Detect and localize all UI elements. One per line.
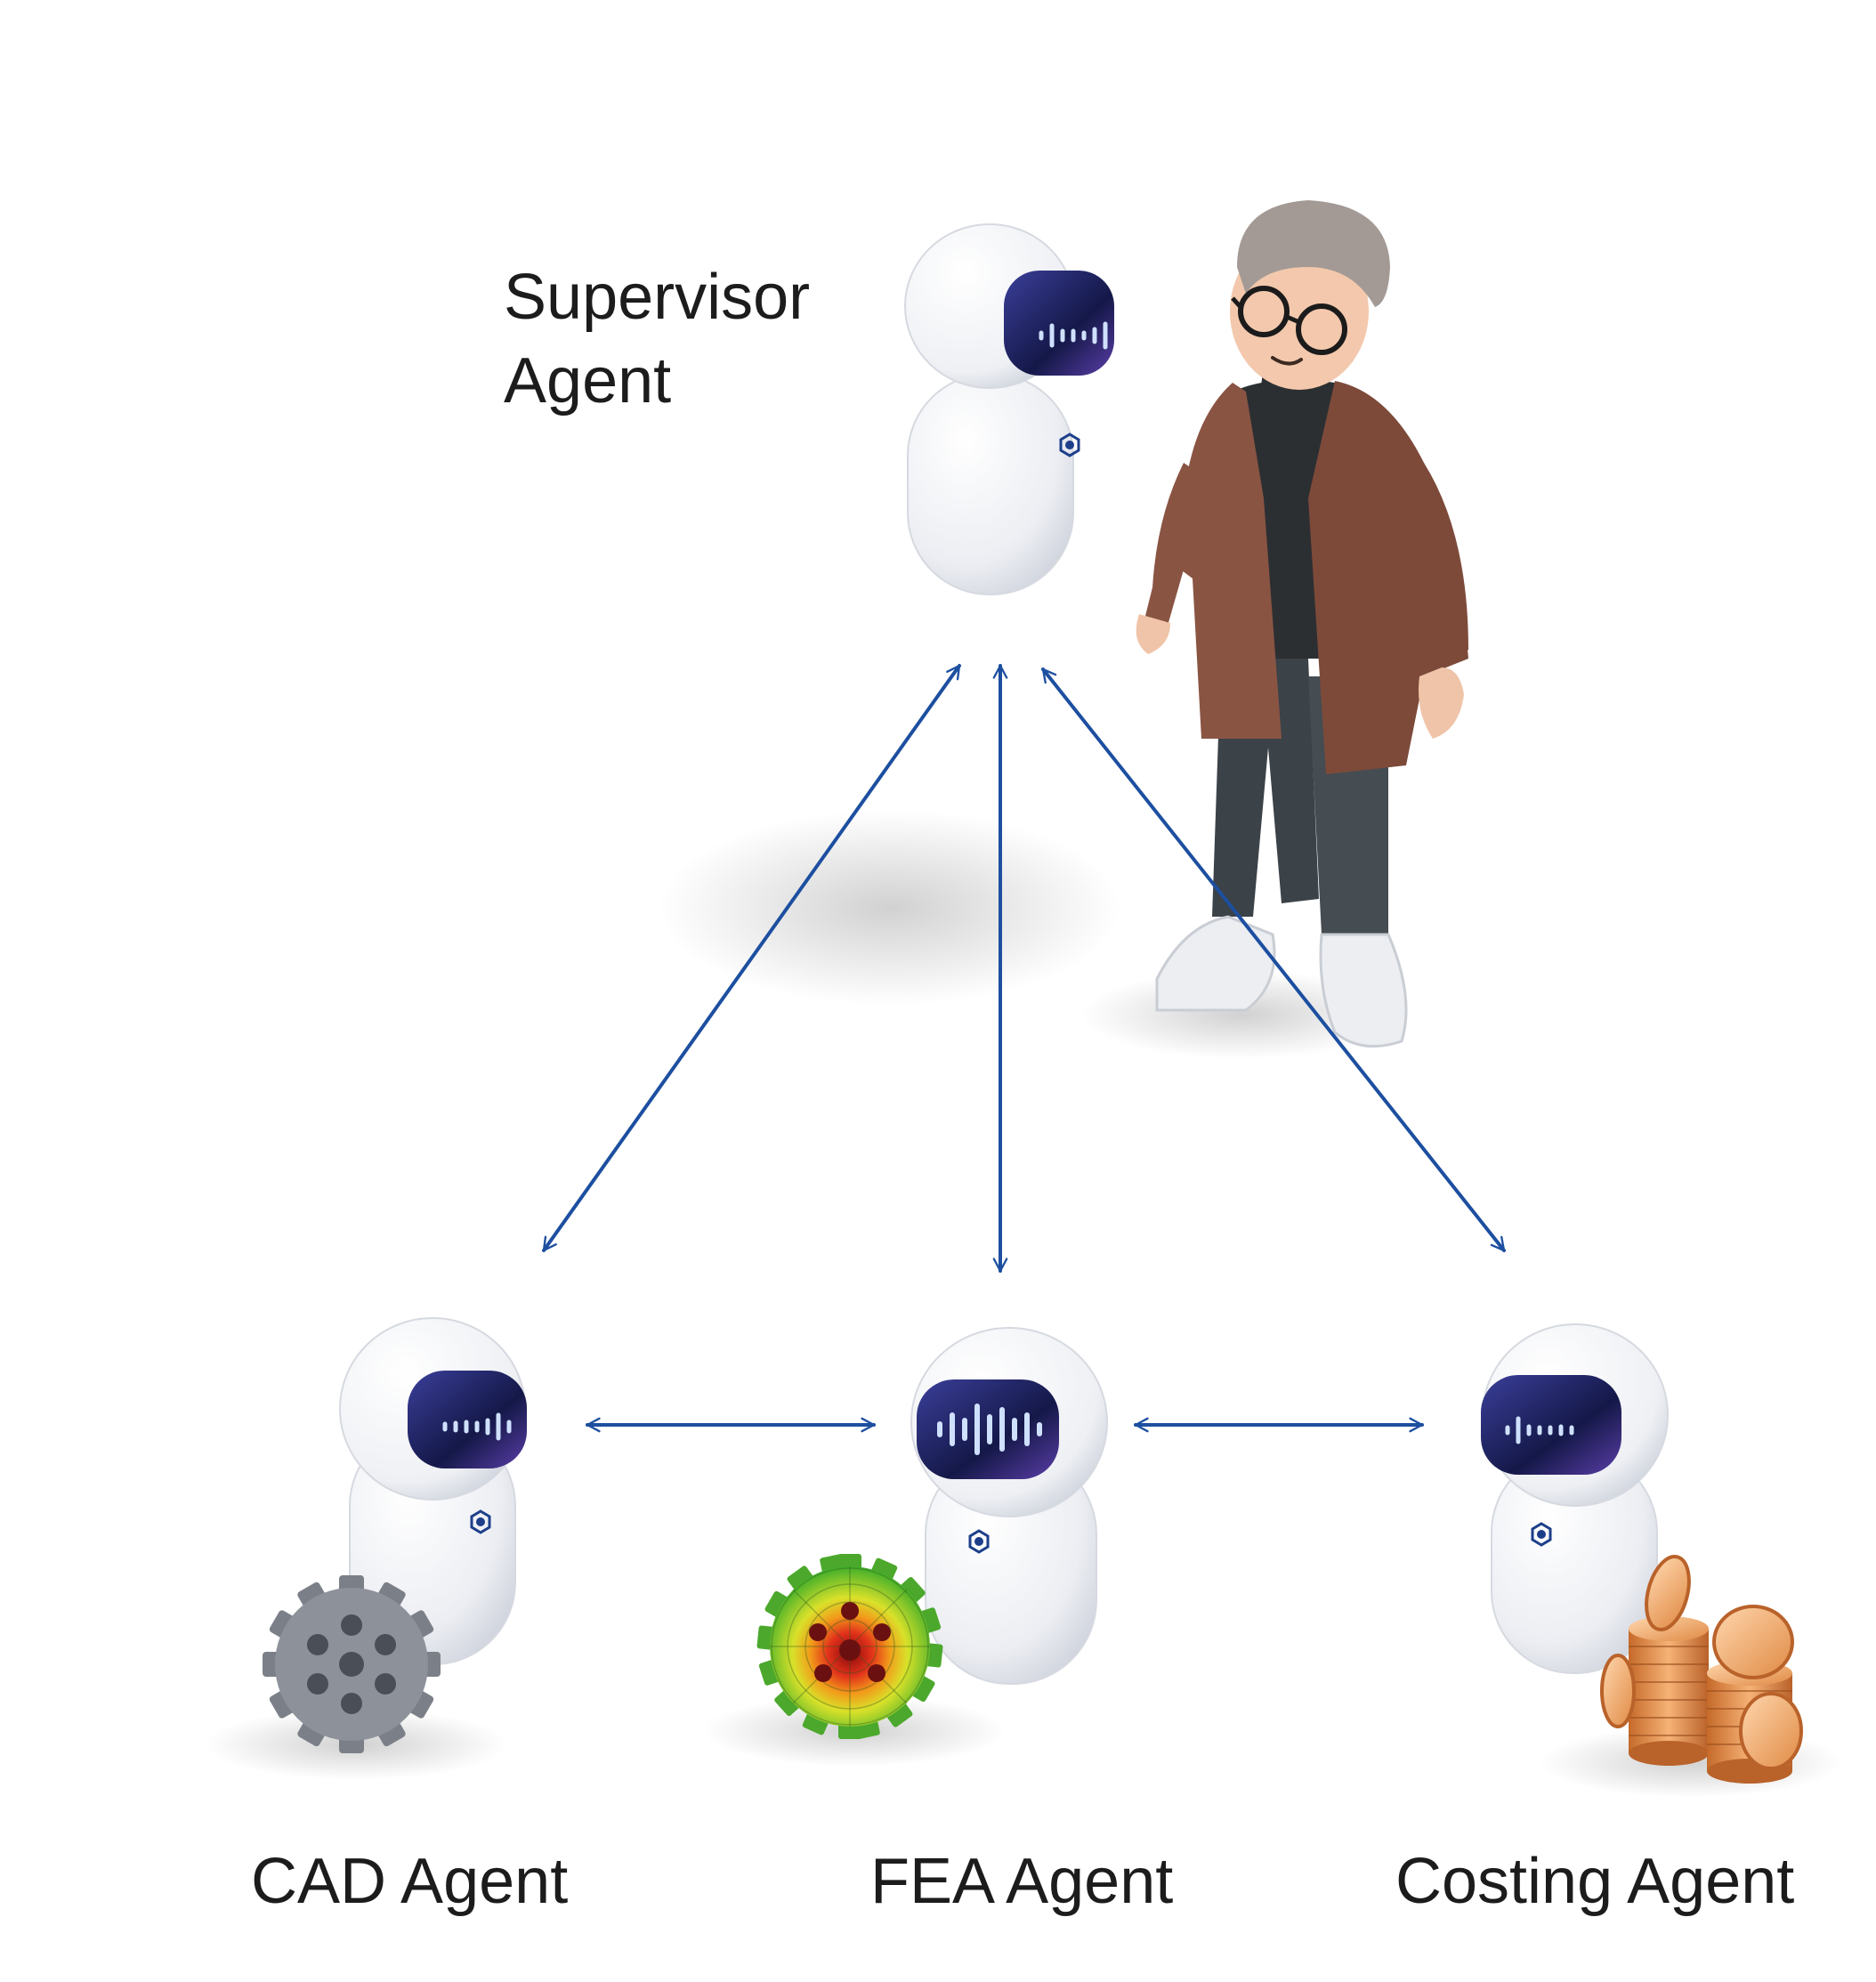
person-icon [1136, 200, 1468, 1047]
fea-robot-icon [911, 1328, 1107, 1684]
supervisor-robot-icon [905, 224, 1114, 595]
supervisor-agent-label: Supervisor Agent [504, 256, 810, 423]
fea-agent-label: FEA Agent [870, 1840, 1173, 1924]
supervisor-label-line1: Supervisor [504, 256, 810, 340]
costing-agent-label: Costing Agent [1395, 1840, 1794, 1924]
supervisor-label-line2: Agent [504, 340, 810, 424]
cad-agent-label: CAD Agent [251, 1840, 568, 1924]
